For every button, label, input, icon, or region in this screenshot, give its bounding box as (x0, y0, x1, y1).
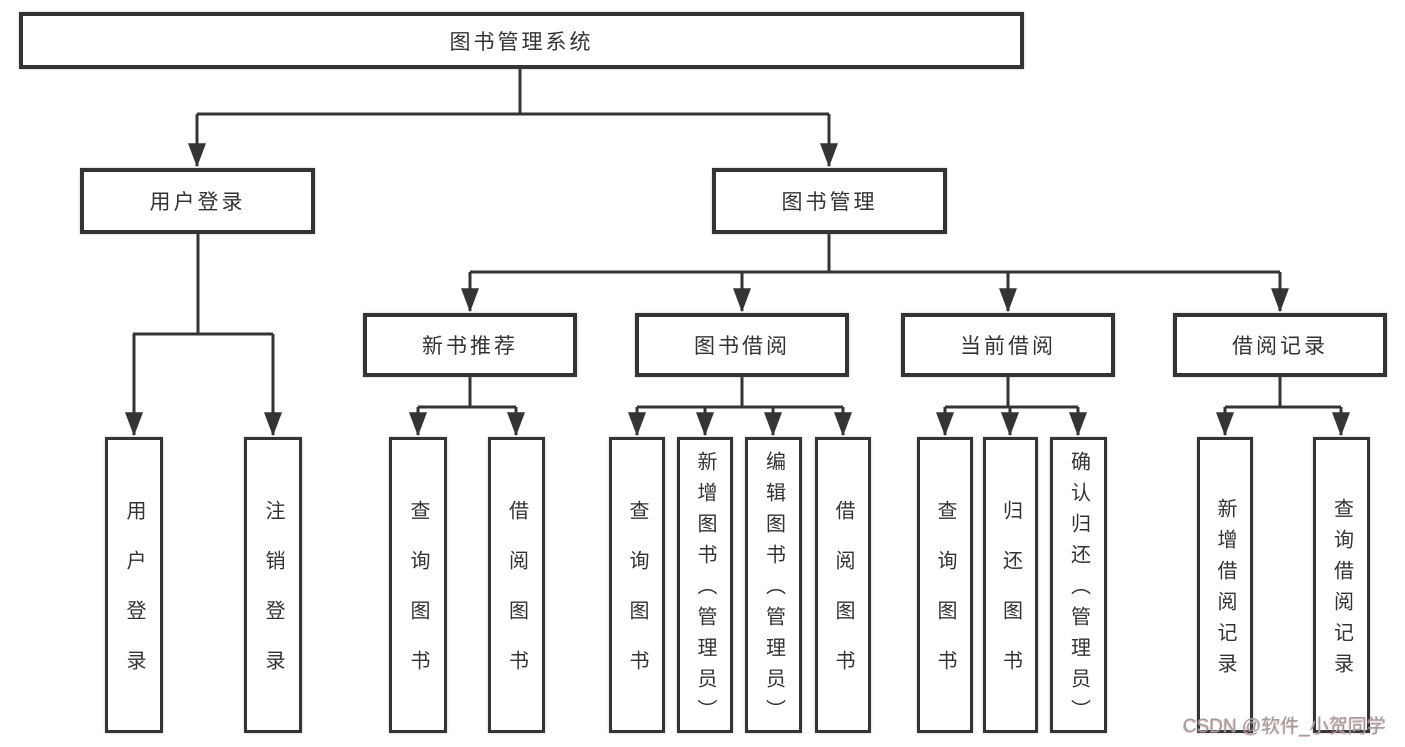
node-login-leaf: 用户登录 (105, 437, 163, 733)
node-records-add-record: 新增借阅记录 (1197, 437, 1253, 733)
node-label: 查询图书 (934, 500, 956, 700)
node-borrow-edit-book-admin: 编辑图书（管理员） (745, 437, 802, 733)
node-recommend-borrow-book: 借阅图书 (488, 437, 545, 733)
node-current-return-book: 归还图书 (983, 437, 1038, 733)
node-book-borrow: 图书借阅 (635, 313, 849, 377)
node-label: 编辑图书（管理员） (762, 451, 785, 730)
node-borrow-add-book-admin: 新增图书（管理员） (677, 437, 733, 733)
node-label: 图书借阅 (694, 335, 790, 358)
node-library-management-system: 图书管理系统 (19, 12, 1024, 69)
node-label: 图书管理 (781, 191, 878, 214)
node-label: 查询图书 (626, 500, 648, 700)
node-label: 用户登录 (123, 500, 145, 700)
node-borrow-borrow-book: 借阅图书 (815, 437, 871, 733)
node-label: 新增图书（管理员） (694, 451, 716, 730)
node-current-borrow: 当前借阅 (901, 313, 1115, 377)
node-label: 注销登录 (262, 500, 284, 700)
node-label: 确认归还（管理员） (1067, 451, 1090, 730)
node-records-query-record: 查询借阅记录 (1313, 437, 1370, 733)
node-user-login: 用户登录 (80, 168, 315, 234)
node-label: 借阅图书 (832, 500, 854, 700)
node-label: 当前借阅 (960, 335, 1056, 358)
node-label: 新增借阅记录 (1214, 497, 1236, 684)
node-label: 归还图书 (999, 500, 1022, 700)
node-book-management: 图书管理 (712, 168, 947, 234)
connector-borrow-records (1225, 377, 1341, 409)
connector-book-management (470, 234, 1280, 274)
node-borrow-query-book: 查询图书 (609, 437, 665, 733)
node-label: 查询图书 (407, 500, 429, 700)
connector-user-login (133, 233, 273, 336)
csdn-watermark: CSDN @软件_小贺同学 (1183, 716, 1386, 737)
node-label: 图书管理系统 (449, 30, 594, 54)
node-current-confirm-return-admin: 确认归还（管理员） (1050, 437, 1107, 733)
node-label: 新书推荐 (422, 335, 518, 358)
node-recommend-query-book: 查询图书 (389, 437, 447, 733)
connector-book-borrow (637, 377, 843, 409)
connector-current-borrow (945, 377, 1078, 409)
node-label: 借阅记录 (1232, 335, 1328, 358)
node-label: 查询借阅记录 (1330, 497, 1353, 684)
connector-root (197, 68, 829, 116)
node-label: 用户登录 (149, 191, 246, 214)
node-borrow-records: 借阅记录 (1173, 313, 1387, 377)
connector-new-book-recommend (418, 377, 516, 409)
node-current-query-book: 查询图书 (917, 437, 973, 733)
node-new-book-recommend: 新书推荐 (363, 313, 577, 377)
node-label: 借阅图书 (505, 500, 528, 700)
node-logout-leaf: 注销登录 (244, 437, 302, 733)
